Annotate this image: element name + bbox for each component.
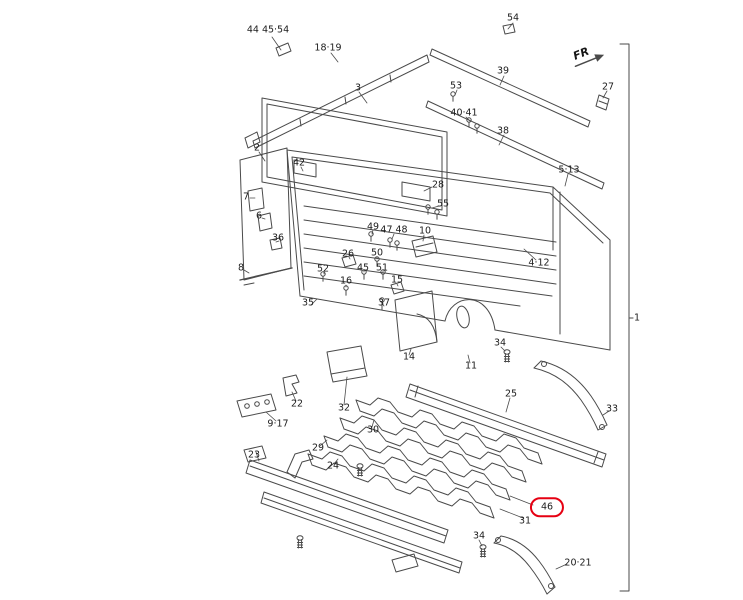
small-parts-lower-left xyxy=(236,345,368,418)
part-label-29: 29 xyxy=(311,442,325,454)
fr-label: FR xyxy=(571,45,591,63)
bolt-34-top xyxy=(503,349,511,363)
part-label-51: 51 xyxy=(375,262,389,274)
strap-20-21 xyxy=(493,535,556,595)
part-label-25: 25 xyxy=(504,388,518,400)
part-label-52: 52 xyxy=(316,263,330,275)
part-label-10: 10 xyxy=(418,225,432,237)
latch-7 xyxy=(247,187,265,212)
part-label-50: 50 xyxy=(370,247,384,259)
rail-24-lower xyxy=(260,491,463,574)
part-label-31: 31 xyxy=(518,515,532,527)
part-label-16: 16 xyxy=(339,275,353,287)
part-label-1: 1 xyxy=(633,312,641,324)
part-label-9-17: 9·17 xyxy=(267,418,289,430)
part-label-44-45-54: 44 45·54 xyxy=(246,24,290,36)
assembly-bracket xyxy=(619,43,634,592)
part-label-34: 34 xyxy=(472,530,486,542)
part-label-15: 15 xyxy=(390,274,404,286)
end-plate-23 xyxy=(243,445,267,463)
part-label-37: 37 xyxy=(377,297,391,309)
sill-25 xyxy=(405,383,607,468)
part-label-28: 28 xyxy=(431,179,445,191)
part-label-26: 26 xyxy=(341,248,355,260)
part-label-8: 8 xyxy=(237,262,245,274)
part-label-30: 30 xyxy=(366,424,380,436)
part-label-47-48: 47 48 xyxy=(380,224,408,236)
bolts-34 xyxy=(479,349,511,558)
clamp-54 xyxy=(502,23,516,35)
bracket-22 xyxy=(282,374,300,397)
clip-26 xyxy=(341,254,357,268)
part-label-27: 27 xyxy=(601,81,615,93)
part-label-6: 6 xyxy=(255,210,263,222)
leader-lines xyxy=(243,22,634,570)
part-label-42: 42 xyxy=(292,157,306,169)
plate-9-17 xyxy=(236,393,277,418)
part-label-45: 45 xyxy=(356,262,370,274)
rail-23 xyxy=(243,445,463,574)
part-label-53: 53 xyxy=(449,80,463,92)
front-panel-stack xyxy=(239,147,293,286)
panel-14 xyxy=(394,290,438,352)
part-label-14: 14 xyxy=(402,351,416,363)
fr-direction-icon: FR xyxy=(571,45,605,68)
part-label-49: 49 xyxy=(366,221,380,233)
part-label-7: 7 xyxy=(242,191,250,203)
reinforcement-28 xyxy=(401,181,431,202)
part-label-5-13: 5·13 xyxy=(558,164,580,176)
part-label-35: 35 xyxy=(301,297,315,309)
clip-44-45-54 xyxy=(275,42,292,57)
part-label-38: 38 xyxy=(496,125,510,137)
part-label-54: 54 xyxy=(506,12,520,24)
screw-48 xyxy=(394,240,400,251)
strap-33 xyxy=(533,360,608,431)
part-label-46: 46 xyxy=(529,497,565,517)
part-label-24: 24 xyxy=(326,460,340,472)
panel-3 xyxy=(261,97,448,220)
rail-39 xyxy=(429,23,610,128)
part-label-2: 2 xyxy=(253,142,261,154)
bed-main-body xyxy=(286,149,611,351)
floor-slats xyxy=(303,205,557,307)
rail-18-19 xyxy=(244,42,430,149)
part-label-39: 39 xyxy=(496,65,510,77)
end-cap xyxy=(391,553,419,573)
part-label-33: 33 xyxy=(605,403,619,415)
end-bracket-29 xyxy=(286,449,314,479)
bracket-27 xyxy=(595,94,610,111)
latch-6 xyxy=(257,212,273,232)
box-32 xyxy=(326,345,366,375)
part-label-11: 11 xyxy=(464,360,478,372)
rail-38 xyxy=(425,91,605,190)
hand-hole xyxy=(456,305,470,329)
bolt-34-bottom xyxy=(479,544,487,558)
edge-8 xyxy=(239,267,293,281)
part-label-36: 36 xyxy=(271,232,285,244)
part-label-18-19: 18·19 xyxy=(314,42,342,54)
screw-53 xyxy=(450,91,456,102)
part-label-55: 55 xyxy=(436,198,450,210)
bracket-10 xyxy=(411,235,438,258)
cross-sills xyxy=(286,397,543,519)
part-label-4-12: 4·12 xyxy=(528,257,550,269)
part-label-34: 34 xyxy=(493,337,507,349)
bolt-lower-left xyxy=(296,535,304,549)
part-label-22: 22 xyxy=(290,398,304,410)
part-label-40-41: 40·41 xyxy=(450,107,478,119)
part-label-23: 23 xyxy=(247,449,261,461)
clip-15 xyxy=(390,281,405,295)
wheel-arch xyxy=(444,299,496,331)
part-label-32: 32 xyxy=(337,402,351,414)
tab-36 xyxy=(269,237,283,251)
reinforcement-42 xyxy=(293,159,317,178)
part-label-20-21: 20·21 xyxy=(564,557,592,569)
part-label-3: 3 xyxy=(354,82,362,94)
